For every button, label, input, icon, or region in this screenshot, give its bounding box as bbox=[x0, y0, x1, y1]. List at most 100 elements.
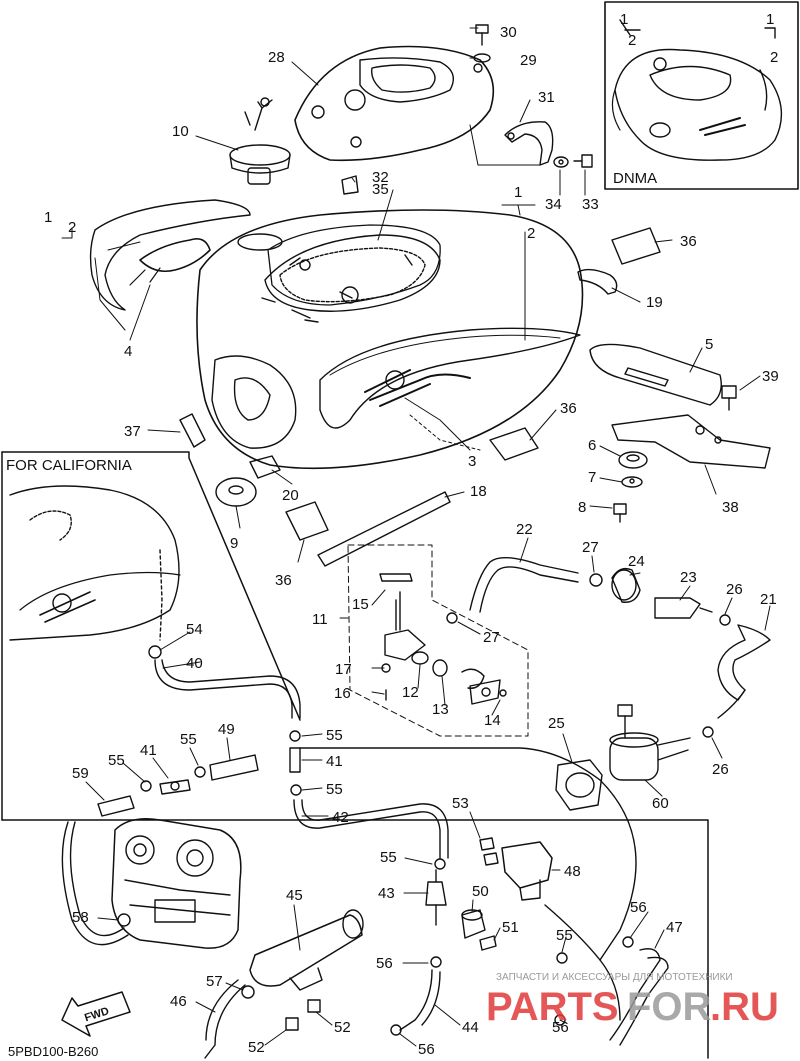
clip-55-d bbox=[434, 858, 446, 870]
dnma-inset bbox=[604, 1, 799, 190]
label-4: 4 bbox=[124, 343, 132, 360]
hose-59 bbox=[97, 795, 135, 817]
bolt-8 bbox=[613, 503, 627, 523]
label-55-c: 55 bbox=[326, 727, 343, 744]
label-7: 7 bbox=[588, 469, 596, 486]
inset-label: DNMA bbox=[613, 170, 657, 187]
ring-9 bbox=[215, 477, 257, 507]
fitting-24 bbox=[611, 567, 641, 603]
label-57: 57 bbox=[206, 973, 223, 990]
watermark-ru: .RU bbox=[710, 985, 779, 1029]
fuel-tank bbox=[196, 209, 584, 470]
label-56-a: 56 bbox=[630, 899, 647, 916]
hose-46 bbox=[61, 821, 246, 1059]
fuel-cap bbox=[229, 97, 291, 185]
label-2-inset-right: 2 bbox=[770, 49, 778, 66]
watermark: ЗАПЧАСТИ И АКСЕССУАРЫ ДЛЯ МОТОТЕХНИКИ PA… bbox=[486, 972, 779, 1029]
strip-18 bbox=[317, 491, 451, 567]
label-32: 32 bbox=[372, 169, 389, 186]
label-8: 8 bbox=[578, 499, 586, 516]
label-25: 25 bbox=[548, 715, 565, 732]
label-28: 28 bbox=[268, 49, 285, 66]
label-1-decal: 1 bbox=[44, 209, 52, 226]
clip-55-b bbox=[194, 766, 206, 778]
label-27-lower: 27 bbox=[483, 629, 500, 646]
fuel-filter-23 bbox=[654, 597, 713, 619]
label-10: 10 bbox=[172, 123, 189, 140]
label-27-upper: 27 bbox=[582, 539, 599, 556]
washer-34 bbox=[553, 156, 569, 168]
label-58: 58 bbox=[72, 909, 89, 926]
tube-return bbox=[544, 904, 621, 1021]
tank-holder-plate bbox=[267, 224, 441, 306]
label-35: 35 bbox=[372, 181, 389, 198]
solenoid-48 bbox=[501, 841, 553, 901]
bolt-52-b bbox=[307, 999, 321, 1013]
hose-37 bbox=[179, 413, 206, 448]
label-40: 40 bbox=[186, 655, 203, 672]
label-41-left: 41 bbox=[140, 742, 157, 759]
bolt-52-a bbox=[285, 1017, 299, 1031]
joint-41-right bbox=[289, 730, 301, 773]
label-16: 16 bbox=[334, 685, 351, 702]
fwd-label: FWD bbox=[83, 1005, 111, 1024]
label-56-c: 56 bbox=[376, 955, 393, 972]
clip-55-e bbox=[556, 952, 568, 964]
label-33: 33 bbox=[582, 196, 599, 213]
label-13: 13 bbox=[432, 701, 449, 718]
label-21: 21 bbox=[760, 591, 777, 608]
hose-44 bbox=[399, 969, 441, 1031]
pad-36-mid bbox=[489, 427, 539, 461]
label-31: 31 bbox=[538, 89, 555, 106]
hose-22 bbox=[469, 557, 579, 613]
label-50: 50 bbox=[472, 883, 489, 900]
label-36-low: 36 bbox=[275, 572, 292, 589]
bracket-25 bbox=[555, 759, 603, 811]
label-56-b: 56 bbox=[552, 1019, 569, 1036]
label-1-inset-right: 1 bbox=[766, 11, 774, 28]
label-17: 17 bbox=[335, 661, 352, 678]
clip-56-d bbox=[390, 1024, 402, 1036]
label-26-lower: 26 bbox=[712, 761, 729, 778]
clip-55-a bbox=[140, 780, 152, 792]
hose-21 bbox=[717, 624, 771, 719]
label-39: 39 bbox=[762, 368, 779, 385]
label-15: 15 bbox=[352, 596, 369, 613]
clip-58 bbox=[117, 913, 131, 927]
label-54: 54 bbox=[186, 621, 203, 638]
label-47: 47 bbox=[666, 919, 683, 936]
label-26-upper: 26 bbox=[726, 581, 743, 598]
clip-27-a bbox=[589, 573, 603, 587]
hose-42 bbox=[293, 799, 449, 859]
carburetor bbox=[111, 818, 242, 949]
pad-19 bbox=[577, 268, 618, 295]
label-59: 59 bbox=[72, 765, 89, 782]
label-11: 11 bbox=[312, 611, 328, 628]
label-29: 29 bbox=[520, 52, 537, 69]
valve-43 bbox=[425, 869, 447, 926]
label-43: 43 bbox=[378, 885, 395, 902]
part-code: 5PBD100-B260 bbox=[8, 1044, 98, 1059]
label-6: 6 bbox=[588, 437, 596, 454]
clip-32 bbox=[341, 175, 359, 195]
label-36-mid: 36 bbox=[560, 400, 577, 417]
vent-line bbox=[299, 747, 637, 961]
label-48: 48 bbox=[564, 863, 581, 880]
label-42: 42 bbox=[332, 809, 349, 826]
label-46: 46 bbox=[170, 993, 187, 1010]
damper-20 bbox=[249, 455, 281, 479]
leader-lines bbox=[61, 27, 771, 1047]
bracket-38 bbox=[611, 414, 771, 469]
tank-decal-left bbox=[89, 199, 251, 311]
label-37: 37 bbox=[124, 423, 141, 440]
label-60: 60 bbox=[652, 795, 669, 812]
hose-40 bbox=[154, 659, 301, 719]
label-38: 38 bbox=[722, 499, 739, 516]
label-18: 18 bbox=[470, 483, 487, 500]
watermark-parts: PARTS bbox=[486, 985, 619, 1029]
watermark-tagline: ЗАПЧАСТИ И АКСЕССУАРЫ ДЛЯ МОТОТЕХНИКИ bbox=[496, 972, 733, 983]
clip-56-c bbox=[430, 956, 442, 968]
clip-27-b bbox=[446, 612, 458, 624]
top-cover bbox=[294, 45, 495, 162]
